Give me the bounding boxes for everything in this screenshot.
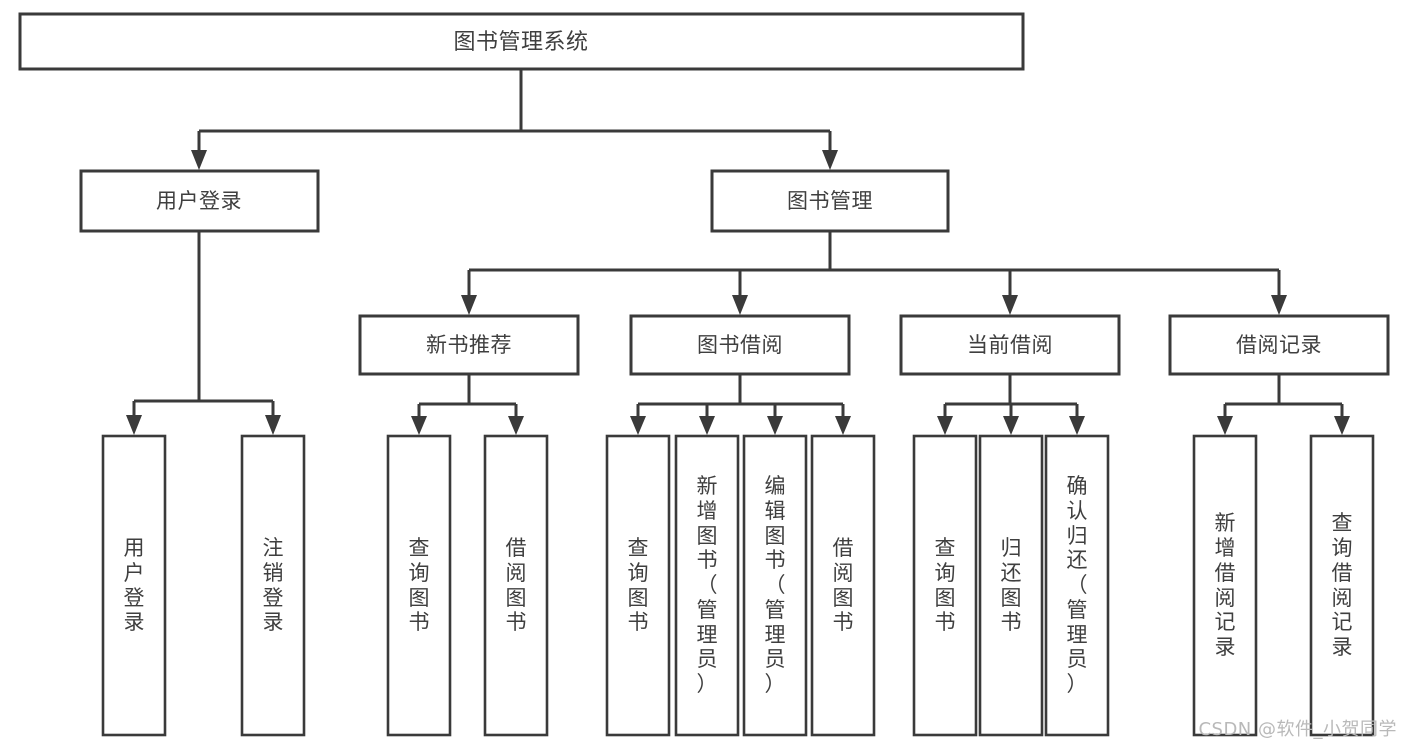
node-root[interactable]: 图书管理系统	[18, 12, 1025, 71]
node-user-login[interactable]: 用户登录	[79, 169, 320, 233]
connector-root-to-level1	[191, 69, 838, 170]
leaf-box[interactable]	[978, 434, 1044, 737]
leaf-box[interactable]	[1044, 434, 1110, 737]
leaf-box[interactable]	[674, 434, 740, 737]
leaf-box[interactable]	[1309, 434, 1375, 737]
leaf-box[interactable]	[240, 434, 306, 737]
connector-newbook-to-leaves	[411, 374, 524, 435]
connector-borrow-to-leaves	[630, 374, 851, 435]
node-borrow-record[interactable]: 借阅记录	[1168, 314, 1390, 376]
leaf-box[interactable]	[605, 434, 671, 737]
leaf-box[interactable]	[101, 434, 167, 737]
node-book-management[interactable]: 图书管理	[710, 169, 950, 233]
node-root-label: 图书管理系统	[453, 30, 588, 55]
node-new-book-recommend[interactable]: 新书推荐	[358, 314, 580, 376]
node-book-borrow-label: 图书借阅	[697, 333, 783, 357]
node-book-borrow[interactable]: 图书借阅	[629, 314, 851, 376]
leaf-box[interactable]	[742, 434, 808, 737]
node-borrow-record-label: 借阅记录	[1236, 333, 1322, 357]
leaf-box[interactable]	[810, 434, 876, 737]
leaf-box[interactable]	[912, 434, 978, 737]
connector-current-to-leaves	[937, 374, 1085, 435]
connector-record-to-leaves	[1217, 374, 1350, 435]
node-book-management-label: 图书管理	[787, 189, 873, 213]
connector-bookmgmt-to-level2	[461, 231, 1287, 315]
leaf-box[interactable]	[483, 434, 549, 737]
leaf-box[interactable]	[1192, 434, 1258, 737]
connector-userlogin-to-leaves	[126, 231, 281, 435]
node-current-borrow-label: 当前借阅	[967, 333, 1053, 357]
leaf-box[interactable]	[386, 434, 452, 737]
watermark: CSDN @软件_小贺同学	[1198, 719, 1397, 740]
node-user-login-label: 用户登录	[156, 189, 242, 213]
node-current-borrow[interactable]: 当前借阅	[899, 314, 1121, 376]
node-new-book-recommend-label: 新书推荐	[426, 333, 512, 357]
leaf-boxes	[101, 434, 1375, 737]
